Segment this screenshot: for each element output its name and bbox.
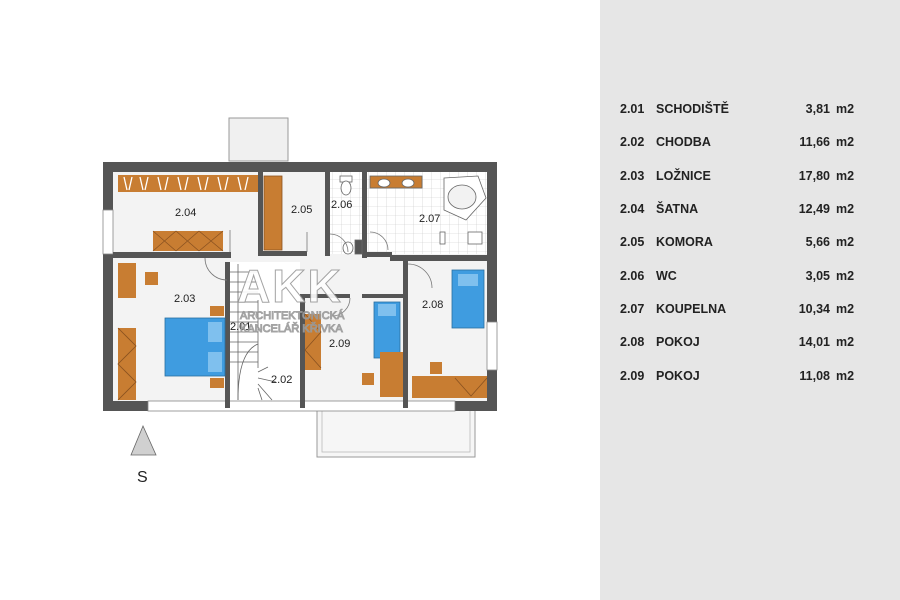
room-number: 2.03: [620, 169, 645, 183]
room-label-2.01: 2.01: [230, 321, 251, 333]
room-label-2.05: 2.05: [291, 204, 312, 216]
stair-area: [230, 262, 300, 404]
room-number: 2.01: [620, 102, 645, 116]
room-208-furniture: [412, 269, 488, 398]
room-area: 10,34: [798, 302, 830, 316]
wardrobe-rails: [118, 175, 258, 252]
room-area: 17,80: [798, 169, 830, 183]
outer-walls: [103, 162, 497, 411]
room-label-2.08: 2.08: [422, 299, 443, 311]
room-area-unit: m2: [836, 169, 855, 183]
watermark-logo: AKK: [237, 260, 343, 312]
room-name: LOŽNICE: [656, 169, 711, 183]
room-209-furniture: [304, 301, 403, 397]
room-area: 5,66: [805, 235, 830, 249]
room-area-unit: m2: [836, 269, 855, 283]
room-name: WC: [656, 269, 677, 283]
watermark-line2: KANCELÁŘ KŘIVKA: [240, 322, 343, 335]
balcony: [316, 404, 476, 458]
room-number: 2.02: [620, 135, 645, 149]
room-area: 11,66: [799, 135, 830, 149]
room-name: POKOJ: [656, 335, 700, 349]
compass-label: S: [137, 469, 148, 486]
room-name: ŠATNA: [656, 202, 699, 216]
room-label-2.07: 2.07: [419, 213, 440, 225]
room-label-2.02: 2.02: [271, 374, 292, 386]
staircase: [230, 264, 277, 401]
room-area-unit: m2: [836, 335, 855, 349]
room-area-unit: m2: [836, 202, 855, 216]
room-area: 11,08: [799, 369, 830, 383]
floor-plan: 2.04 2.05 2.06 2.07 2.03 2.01 2.02 2.09 …: [102, 117, 498, 486]
room-area: 3,81: [805, 102, 830, 116]
akk-watermark: AKK ARCHITEKTONICKÁ KANCELÁŘ KŘIVKA: [237, 260, 346, 336]
room-name: CHODBA: [656, 135, 711, 149]
room-label-2.06: 2.06: [331, 199, 352, 211]
room-name: KOUPELNA: [656, 302, 727, 316]
room-area: 14,01: [798, 335, 830, 349]
wc-fixtures: [339, 175, 363, 255]
bathroom-fixtures: [369, 175, 487, 245]
room-area-unit: m2: [836, 369, 855, 383]
room-schedule-panel: 2.01 SCHODIŠTĚ 3,81 m2 2.02 CHODBA 11,66…: [600, 0, 900, 600]
room-area-unit: m2: [836, 135, 855, 149]
door-swings: [204, 230, 433, 317]
room-area-unit: m2: [836, 102, 855, 116]
room-label-2.03: 2.03: [174, 293, 195, 305]
room-area: 12,49: [798, 202, 830, 216]
room-name: POKOJ: [656, 369, 700, 383]
room-name: SCHODIŠTĚ: [656, 102, 729, 116]
watermark-line1: ARCHITEKTONICKÁ: [240, 309, 345, 322]
room-area-unit: m2: [836, 302, 855, 316]
room-number: 2.06: [620, 269, 645, 283]
room-label-2.04: 2.04: [175, 207, 196, 219]
bedroom-furniture: [117, 263, 226, 401]
room-area: 3,05: [805, 269, 830, 283]
inner-walls: [113, 172, 487, 408]
room-number: 2.09: [620, 369, 645, 383]
room-name: KOMORA: [656, 235, 713, 249]
storage-shelf: [263, 175, 283, 251]
compass-arrow-icon: [130, 424, 157, 456]
chimney: [228, 117, 289, 162]
room-number: 2.07: [620, 302, 645, 316]
room-number: 2.08: [620, 335, 645, 349]
room-number: 2.04: [620, 202, 645, 216]
room-area-unit: m2: [836, 235, 855, 249]
room-number: 2.05: [620, 235, 645, 249]
room-label-2.09: 2.09: [329, 338, 350, 350]
